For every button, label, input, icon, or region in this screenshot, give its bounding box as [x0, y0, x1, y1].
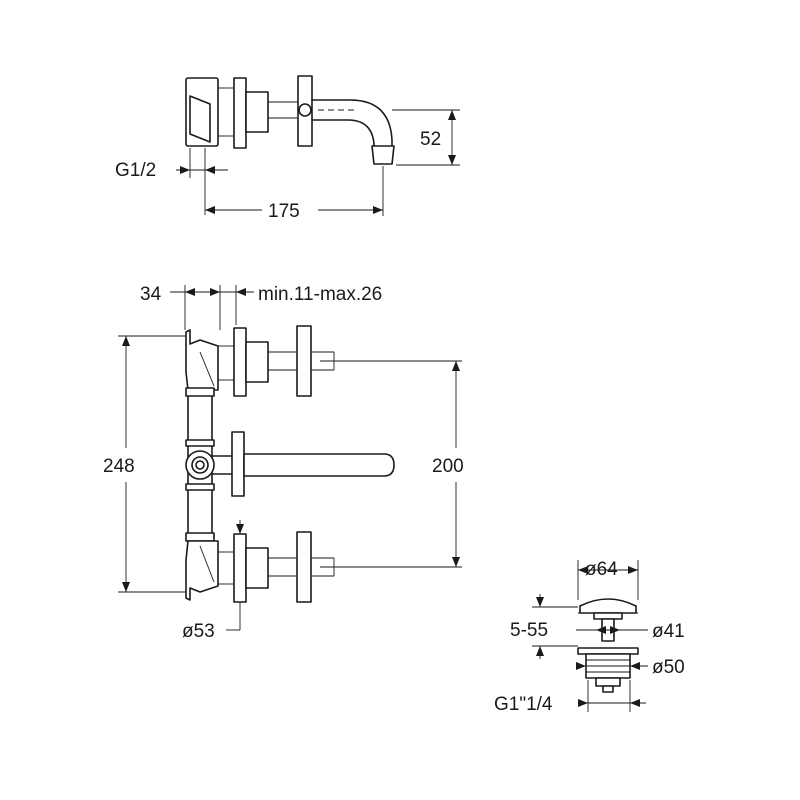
lower-valve-body: [185, 540, 219, 601]
lower-coupling: [185, 532, 215, 542]
spout-height-label: 52: [420, 129, 441, 150]
spout-rosette: [231, 431, 245, 497]
upper-nut: [245, 341, 269, 383]
upper-cross-handle: [296, 325, 312, 397]
handle-hub: [298, 103, 312, 117]
spout-lower: [311, 119, 375, 147]
rosette-diameter-label: ø53: [182, 621, 215, 642]
center-distance-label: 200: [432, 456, 464, 477]
spout-upper: [311, 99, 393, 147]
waste-thread-label: G1"1/4: [494, 694, 553, 715]
lift-range-label: 5-55: [510, 620, 548, 641]
cap-diameter-label: ø64: [585, 559, 618, 580]
waste-cap: [579, 598, 637, 614]
cap-stem-collar: [593, 612, 623, 620]
wall-range-label: min.11-max.26: [258, 284, 382, 305]
lower-nut: [245, 547, 269, 589]
flange-diameter-label: ø50: [652, 657, 685, 678]
waste-flange: [577, 647, 639, 655]
body-diameter-label: ø41: [652, 621, 685, 642]
valve-nut: [245, 91, 269, 133]
depth-label: 34: [140, 284, 162, 305]
concealed-valve: [189, 95, 211, 143]
upper-coupling: [185, 387, 215, 397]
top-thread-label: G1/2: [115, 160, 156, 181]
rosette-flange: [233, 77, 247, 149]
lower-cross-handle: [296, 531, 312, 603]
spout-length-label: 175: [268, 201, 300, 222]
total-height-label: 248: [103, 456, 135, 477]
top-view: 52 G1/2 175: [115, 75, 460, 222]
front-view: 34 min.11-max.26: [103, 284, 464, 642]
front-spout: [243, 453, 395, 477]
lower-rosette: [233, 533, 247, 603]
upper-rosette: [233, 327, 247, 397]
spout-outlet: [371, 145, 395, 165]
waste-detail: ø64 5-55 ø41 ø50 G1"1/4: [494, 559, 685, 715]
upper-valve-body: [185, 329, 219, 391]
